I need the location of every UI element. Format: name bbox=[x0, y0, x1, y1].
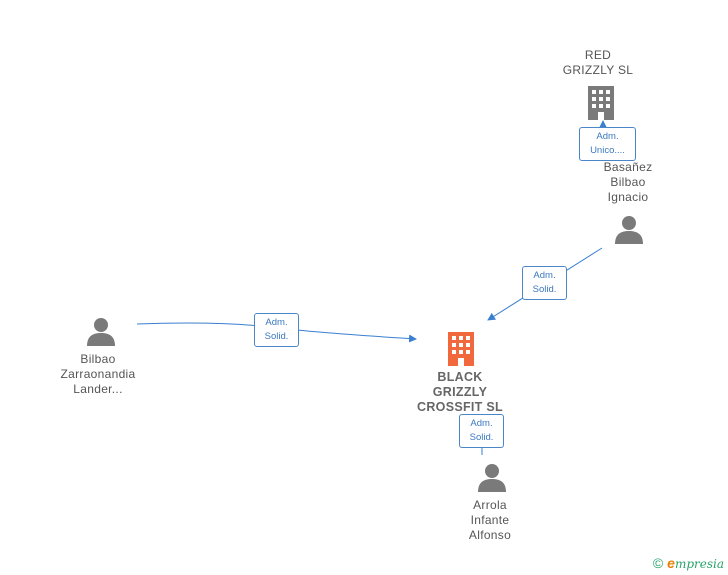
node-arrola[interactable]: Arrola Infante Alfonso bbox=[440, 498, 540, 543]
building-icon bbox=[448, 332, 474, 366]
node-label: Basañez Bilbao Ignacio bbox=[603, 160, 653, 204]
edge-label-line1: Adm. bbox=[596, 131, 619, 142]
edge-label-bilbao-black[interactable]: Adm. Solid. bbox=[254, 313, 299, 347]
node-basanez[interactable]: Basañez Bilbao Ignacio bbox=[578, 160, 678, 205]
node-label: Bilbao Zarraonandia Lander... bbox=[60, 352, 136, 396]
edge-label-line2: Unico.... bbox=[590, 145, 625, 156]
node-bilbao-zarraonandia[interactable]: Bilbao Zarraonandia Lander... bbox=[43, 352, 153, 397]
edge-label-line1: Adm. bbox=[533, 270, 556, 281]
node-label: RED GRIZZLY SL bbox=[562, 48, 634, 77]
edge-label-line2: Solid. bbox=[469, 432, 494, 443]
copyright-icon: © bbox=[652, 555, 664, 571]
empresia-watermark: ©empresia bbox=[653, 555, 724, 571]
edge-label-line2: Solid. bbox=[264, 331, 289, 342]
brand-rest: mpresia bbox=[674, 557, 724, 571]
person-icon bbox=[615, 216, 643, 244]
node-red-grizzly[interactable]: RED GRIZZLY SL bbox=[548, 48, 648, 78]
edge-label-basanez-black[interactable]: Adm. Solid. bbox=[522, 266, 567, 300]
edge-label-line1: Adm. bbox=[265, 317, 288, 328]
edge-label-line2: Solid. bbox=[532, 284, 557, 295]
node-label: Arrola Infante Alfonso bbox=[468, 498, 512, 542]
node-label: BLACK GRIZZLY CROSSFIT SL bbox=[417, 370, 503, 414]
edge-label-basanez-red[interactable]: Adm. Unico.... bbox=[579, 127, 636, 161]
person-icon bbox=[87, 318, 115, 346]
person-icon bbox=[478, 464, 506, 492]
edge-label-arrola-black[interactable]: Adm. Solid. bbox=[459, 414, 504, 448]
building-icon bbox=[588, 86, 614, 120]
brand-initial: e bbox=[667, 555, 675, 571]
node-black-grizzly[interactable]: BLACK GRIZZLY CROSSFIT SL bbox=[405, 370, 515, 415]
edge-label-line1: Adm. bbox=[470, 418, 493, 429]
